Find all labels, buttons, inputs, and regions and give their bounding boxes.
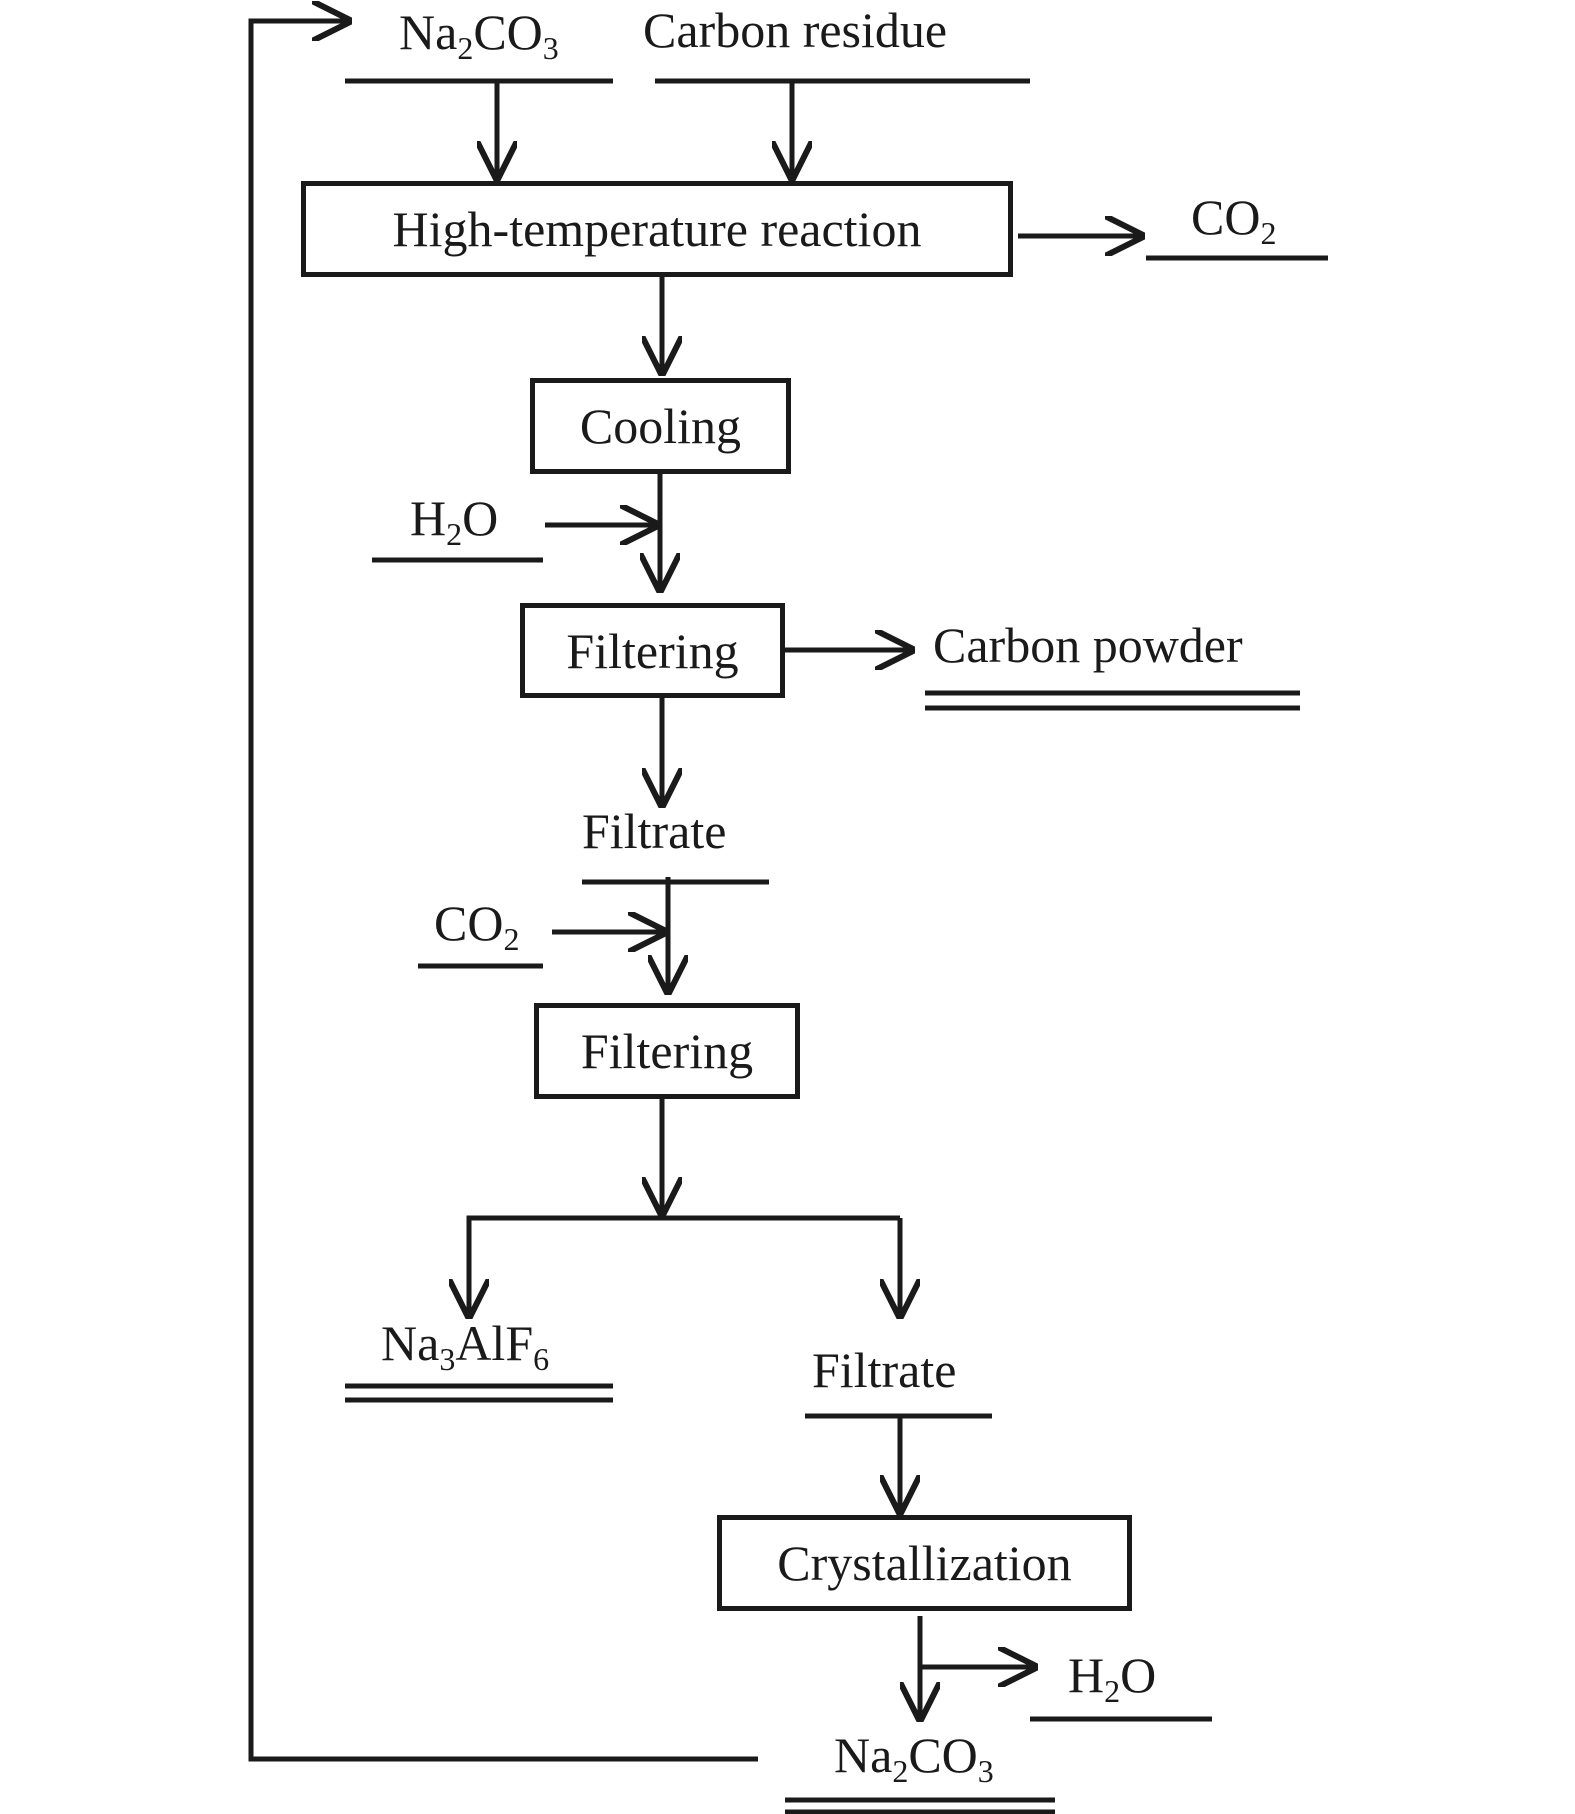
na3alf6-label: Na3AlF6 <box>381 1315 550 1377</box>
high-temp-reaction-box: High-temperature reaction <box>301 181 1013 277</box>
na2co3-top-label: Na2CO3 <box>399 4 559 66</box>
filtering-2-label: Filtering <box>580 1023 754 1079</box>
cooling-label: Cooling <box>579 398 742 454</box>
crystallization-box: Crystallization <box>717 1515 1132 1611</box>
filtering-1-label: Filtering <box>566 622 739 679</box>
carbon-residue-label: Carbon residue <box>643 2 948 58</box>
filtering-2-box: Filtering <box>534 1003 800 1099</box>
recycle-loop-arrow <box>248 21 758 1762</box>
co2-in-label: CO2 <box>434 895 520 957</box>
crystallization-label: Crystallization <box>777 1535 1072 1591</box>
high-temp-reaction-label: High-temperature reaction <box>392 201 922 257</box>
h2o-out-label: H2O <box>1068 1647 1157 1709</box>
filtering-1-box: Filtering <box>520 603 785 698</box>
filtrate-2-label: Filtrate <box>812 1342 957 1398</box>
cooling-box: Cooling <box>530 378 791 474</box>
filtrate-1-label: Filtrate <box>582 803 727 859</box>
co2-out-label: CO2 <box>1191 189 1277 251</box>
split-line <box>466 1215 900 1292</box>
na2co3-bottom-label: Na2CO3 <box>834 1727 994 1789</box>
h2o-in-label: H2O <box>410 490 499 552</box>
carbon-powder-label: Carbon powder <box>933 617 1243 673</box>
